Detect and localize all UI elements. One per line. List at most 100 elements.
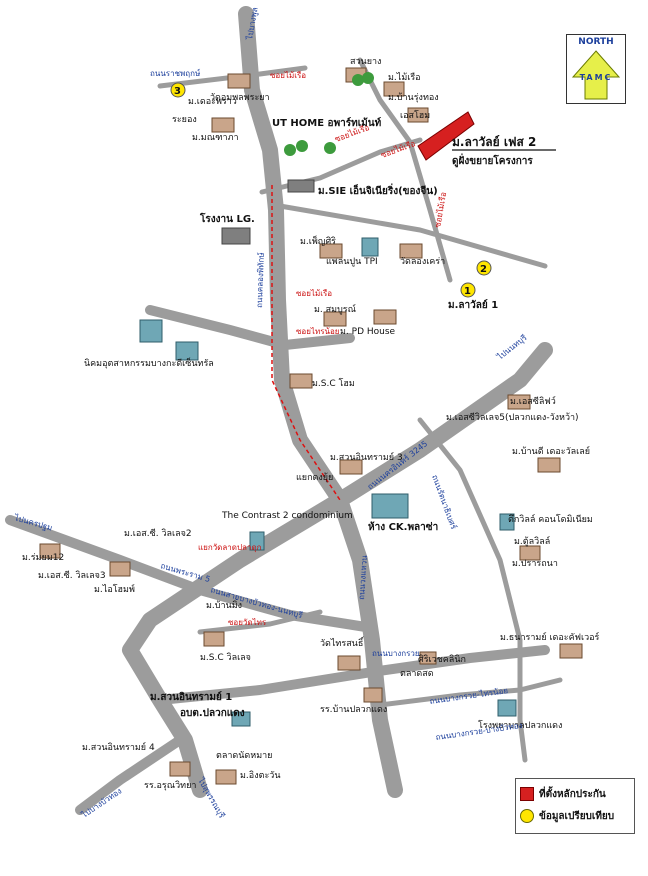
svg-text:3: 3 — [174, 86, 181, 97]
road-network — [5, 6, 563, 815]
road-east-branch — [417, 417, 528, 763]
label-p41: โรงพยาบาลปลวกแดง — [478, 720, 562, 731]
label-p37: ม.ธนารามย์ เดอะคัฟเวอร์ — [500, 631, 600, 643]
svg-text:ซอยไม้เรือ: ซอยไม้เรือ — [296, 289, 332, 298]
label-p4: ม.มณฑาภา — [192, 133, 239, 143]
svg-text:ถนนคลองพิทักษ์: ถนนคลองพิทักษ์ — [254, 252, 266, 308]
label-p31: ม.บ้านมิ่ง — [206, 598, 242, 611]
label-p36: วัดไทรสนธิ์ — [320, 636, 365, 649]
factory-icon — [221, 227, 251, 245]
marker-2: 2 — [476, 260, 492, 276]
label-p5: สวนยาง — [350, 57, 381, 67]
label-p38: ศิริเวชคลินิก — [418, 654, 466, 665]
legend-item-comparison: ข้อมูลเปรียบเทียบ — [520, 809, 614, 824]
condo-icon — [249, 531, 265, 551]
house-icon — [373, 309, 397, 325]
svg-text:ซอยไม้เรือ: ซอยไม้เรือ — [380, 139, 417, 160]
label-p22: ม.สวนอินทรามย์ 3 — [330, 451, 403, 463]
house-icon — [559, 643, 583, 659]
svg-text:ถนนวงแหวน: ถนนวงแหวน — [357, 555, 369, 601]
building-icons — [39, 67, 583, 785]
label-p25: ห้าง CK.พลาซ่า — [368, 521, 438, 533]
label-p20: ม.เอสซีลิฟว์ — [510, 395, 556, 407]
house-icon — [507, 394, 531, 410]
house-icon — [339, 459, 363, 475]
north-label: NORTH — [578, 37, 614, 47]
svg-text:ซอยไม้เรือ: ซอยไม้เรือ — [270, 71, 306, 80]
label-p47: รร.อรุณวิทยา — [144, 780, 196, 791]
mall-icon — [371, 493, 409, 519]
road-lower-east — [377, 677, 563, 708]
hospital-icon — [497, 699, 517, 717]
svg-text:ซอยวัดไทร: ซอยวัดไทร — [228, 618, 267, 627]
house-icon — [289, 373, 313, 389]
label-p17: ม. PD House — [340, 327, 396, 337]
label-p29: ม.เอส.ซี. วิลเลจ3 — [38, 570, 106, 581]
svg-text:2: 2 — [480, 264, 487, 275]
house-icon — [323, 311, 347, 327]
label-p33: ตึกวิลล์ คอนโดมิเนียม — [508, 513, 593, 525]
road-main-north-south — [238, 6, 403, 798]
condo-icon — [499, 513, 515, 531]
road-lower-left — [75, 735, 185, 815]
label-p3: ระยอง — [172, 115, 197, 125]
label-p11: โรงงาน LG. — [199, 212, 255, 225]
road-east-diagonal — [332, 342, 553, 508]
svg-text:ถนนราชพฤกษ์: ถนนราชพฤกษ์ — [150, 68, 200, 78]
label-p18: นิคมอุตสาหกรรมบางกะดีเซ็นทรัล — [84, 356, 214, 369]
label-p19: ม.S.C โฮม — [312, 378, 355, 389]
north-arrow-icon — [571, 50, 621, 100]
school-icon — [169, 761, 191, 777]
house-icon — [211, 117, 235, 133]
logo-text: TAMC — [579, 73, 613, 82]
house-icon — [407, 107, 429, 123]
marker-3: 3 — [170, 82, 186, 98]
label-p12: ม.เพ็ญศิริ — [300, 234, 336, 247]
project-site-marker — [417, 111, 475, 161]
svg-text:1: 1 — [464, 286, 471, 297]
factory-icon — [287, 179, 315, 193]
house-icon — [537, 457, 561, 473]
building-icon — [175, 341, 199, 361]
label-p2: วัดอมพลพระยา — [210, 93, 270, 103]
label-p45: ตลาดนัดหมาย — [216, 751, 272, 761]
label-p43: อบต.ปลวกแดง — [180, 707, 245, 719]
house-icon — [227, 73, 251, 89]
label-p46: ม.อิงตะวัน — [240, 770, 280, 781]
house-icon — [39, 543, 61, 559]
road-south-small — [197, 609, 323, 635]
svg-text:ไปนนทบุรี: ไปนนทบุรี — [495, 333, 529, 362]
yellow-circle-icon — [520, 809, 534, 823]
label-p44: ม.สวนอินทรามย์ 4 — [82, 741, 155, 753]
project-title: ม.ลาวัลย์ เฟส 2 — [452, 135, 536, 149]
label-p6: ม.ไม้เรือ — [388, 72, 421, 83]
label-p8: เอสโฮม — [400, 110, 430, 121]
marker-1: 1 ม.ลาวัลย์ 1 — [448, 282, 498, 311]
label-p34: ม.ตู้ลวิลล์ — [514, 535, 550, 547]
route-dashed — [271, 185, 341, 501]
label-p24: แยกดงยุ้ย — [296, 472, 333, 483]
marker-1-label: ม.ลาวัลย์ 1 — [448, 299, 498, 311]
red-square-icon — [520, 787, 534, 801]
map-legend: ที่ตั้งหลักประกัน ข้อมูลเปรียบเทียบ — [515, 778, 635, 834]
label-p21: ม.เอสซีวิลเลจ5(ปลวกแดง-วังหว้า) — [446, 412, 579, 423]
label-p13: แพลนปูน TPI — [326, 257, 378, 267]
svg-text:ถนนนครอินทร์ 3245: ถนนนครอินทร์ 3245 — [365, 438, 429, 491]
svg-text:ถนนบางกรวย-ไทรน้อย: ถนนบางกรวย-ไทรน้อย — [429, 686, 509, 706]
svg-text:ถนนบางกรวย: ถนนบางกรวย — [372, 649, 420, 658]
road-upper-west — [157, 65, 308, 89]
road-east-mid — [277, 203, 548, 269]
house-icon — [519, 545, 541, 561]
label-p28: ม.ร่มยม12 — [22, 553, 64, 563]
house-icon — [319, 243, 343, 259]
house-icon — [399, 243, 423, 259]
north-compass: NORTH TAMC — [566, 34, 626, 104]
label-p26: The Contrast 2 condominium — [221, 511, 353, 521]
office-icon — [231, 711, 251, 727]
label-p16: ม. สมบูรณ์ — [314, 303, 356, 315]
school-icon — [363, 687, 383, 703]
road-lower-east-west — [155, 645, 550, 705]
building-icon — [361, 237, 379, 257]
label-p10: ม.SIE เอ็นจิเนียริ่ง(ของจีน) — [318, 183, 438, 197]
